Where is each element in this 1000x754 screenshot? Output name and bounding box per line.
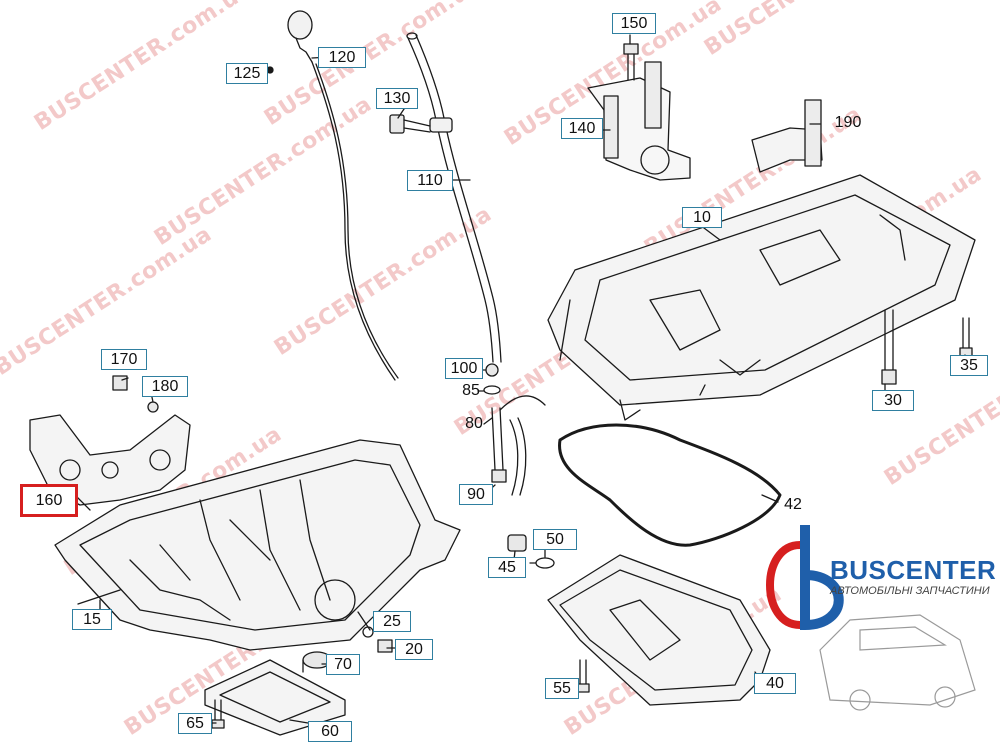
part-label-25[interactable]: 25 <box>373 611 411 632</box>
buscenter-logo-icon <box>766 525 844 631</box>
part-label-100[interactable]: 100 <box>445 358 483 379</box>
bolt-35 <box>959 317 973 359</box>
main-oil-pan <box>54 439 461 651</box>
clip-bracket-190 <box>751 99 823 173</box>
bolt-170 <box>112 375 128 391</box>
part-label-140[interactable]: 140 <box>561 118 603 139</box>
part-label-70[interactable]: 70 <box>326 654 360 675</box>
part-label-160[interactable]: 160 <box>20 484 78 517</box>
bolt-150 <box>623 43 639 81</box>
plug-100 <box>485 363 499 377</box>
bracket-part <box>587 61 691 181</box>
gasket-42 <box>558 423 782 547</box>
part-label-85[interactable]: 85 <box>462 382 480 399</box>
part-label-15[interactable]: 15 <box>72 609 112 630</box>
dipstick-part <box>287 10 399 381</box>
part-label-40[interactable]: 40 <box>754 673 796 694</box>
part-label-45[interactable]: 45 <box>488 557 526 578</box>
guide-tube-part <box>406 32 502 363</box>
ring-50 <box>535 557 555 569</box>
van-illustration-icon <box>819 614 976 711</box>
bolt-20 <box>377 639 393 653</box>
part-label-20[interactable]: 20 <box>395 639 433 660</box>
logo-brand: BUSCENTER <box>830 555 997 585</box>
part-label-110[interactable]: 110 <box>407 170 453 191</box>
part-label-130[interactable]: 130 <box>376 88 418 109</box>
washer-25 <box>362 626 374 638</box>
bolt-65 <box>211 699 225 729</box>
part-label-50[interactable]: 50 <box>533 529 577 550</box>
washer-180 <box>147 401 159 413</box>
ring-85 <box>483 385 501 395</box>
part-label-170[interactable]: 170 <box>101 349 147 370</box>
upper-oil-pan <box>547 174 976 421</box>
lower-oil-pan <box>547 554 771 706</box>
part-label-120[interactable]: 120 <box>318 47 366 68</box>
drain-plug-45 <box>507 534 527 552</box>
part-label-30[interactable]: 30 <box>872 390 914 411</box>
bolt-30 <box>881 309 897 385</box>
bolt-55 <box>576 659 590 693</box>
part-label-60[interactable]: 60 <box>308 721 352 742</box>
part-label-55[interactable]: 55 <box>545 678 579 699</box>
oil-pipe-80 <box>491 395 546 496</box>
bolt-130 <box>389 114 431 134</box>
part-label-42[interactable]: 42 <box>784 496 802 513</box>
part-label-180[interactable]: 180 <box>142 376 188 397</box>
logo-tagline: АВТОМОБІЛЬНІ ЗАПЧАСТИНИ <box>830 585 990 597</box>
part-label-10[interactable]: 10 <box>682 207 722 228</box>
part-label-150[interactable]: 150 <box>612 13 656 34</box>
part-label-80[interactable]: 80 <box>465 415 483 432</box>
part-label-190[interactable]: 190 <box>834 114 862 131</box>
part-label-125[interactable]: 125 <box>226 63 268 84</box>
cover-plate-60 <box>204 659 346 736</box>
part-label-65[interactable]: 65 <box>178 713 212 734</box>
part-label-90[interactable]: 90 <box>459 484 493 505</box>
part-label-35[interactable]: 35 <box>950 355 988 376</box>
